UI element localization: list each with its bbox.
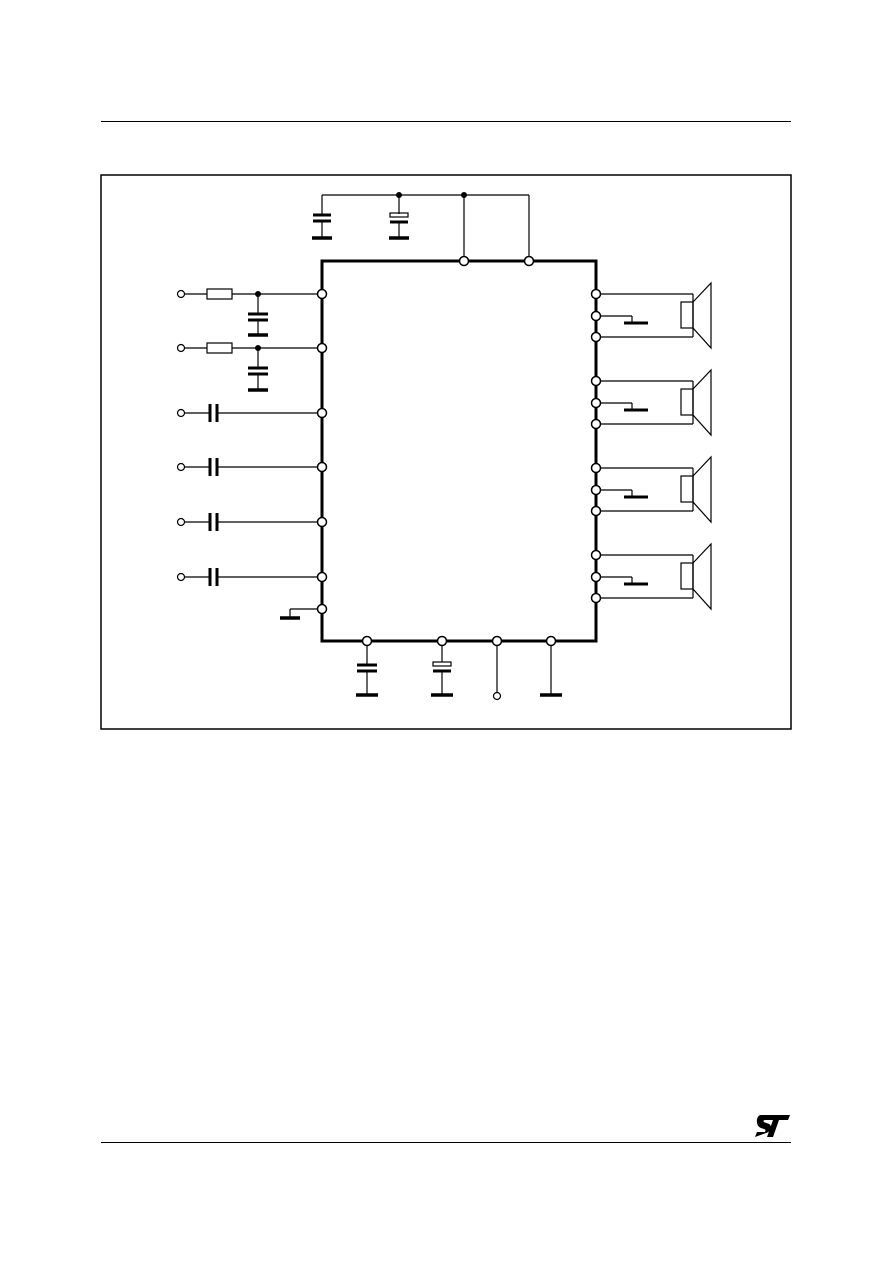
pin-bottom-2 <box>436 635 448 647</box>
pin-right-2b <box>590 397 602 409</box>
input-terminal-1 <box>176 289 186 299</box>
pin-left-2 <box>316 342 328 354</box>
pin-right-1c <box>590 331 602 343</box>
pin-right-2a <box>590 375 602 387</box>
speaker-icon <box>680 281 712 350</box>
input-rc-channel-2 <box>185 342 322 392</box>
pin-bottom-1 <box>361 635 373 647</box>
pin-right-4b <box>590 571 602 583</box>
pin-right-4a <box>590 549 602 561</box>
pin-bottom-4 <box>545 635 557 647</box>
input-terminal-5 <box>176 517 186 527</box>
pin-right-1b <box>590 310 602 322</box>
input-terminal-4 <box>176 462 186 472</box>
top-capacitor-2 <box>389 212 409 240</box>
bottom-ground <box>540 641 562 697</box>
ic-body <box>320 259 598 643</box>
pin-left-5 <box>316 516 328 528</box>
pin-bottom-3 <box>491 635 503 647</box>
input-terminal-6 <box>176 572 186 582</box>
st-logo <box>755 1115 790 1137</box>
bottom-terminal <box>492 691 502 701</box>
speaker-channel-3 <box>596 455 712 524</box>
pin-top-2 <box>523 255 535 267</box>
pin-left-4 <box>316 461 328 473</box>
speaker-channel-4 <box>596 542 712 611</box>
pin-right-4c <box>590 592 602 604</box>
header-rule <box>101 121 791 122</box>
input-coupling-channel-2 <box>185 458 322 476</box>
pin-left-6 <box>316 571 328 583</box>
left-ground <box>280 608 322 620</box>
figure-frame <box>100 174 792 730</box>
speaker-icon <box>680 368 712 437</box>
pin-right-2c <box>590 418 602 430</box>
pin-right-3b <box>590 484 602 496</box>
speaker-icon <box>680 455 712 524</box>
input-terminal-3 <box>176 408 186 418</box>
input-terminal-2 <box>176 343 186 353</box>
top-supply-network <box>321 192 530 261</box>
input-rc-channel-1 <box>185 288 322 337</box>
pin-right-3a <box>590 462 602 474</box>
input-coupling-channel-4 <box>185 568 322 586</box>
pin-left-7 <box>316 603 328 615</box>
top-capacitor-1 <box>312 213 332 240</box>
bottom-capacitor-1 <box>356 641 378 697</box>
pin-left-3 <box>316 407 328 419</box>
pin-top-1 <box>458 255 470 267</box>
input-coupling-channel-1 <box>185 404 322 422</box>
pin-right-3c <box>590 505 602 517</box>
footer-rule <box>101 1142 791 1143</box>
bottom-capacitor-2 <box>431 641 453 697</box>
pin-right-1a <box>590 288 602 300</box>
speaker-channel-1 <box>596 281 712 350</box>
speaker-icon <box>680 542 712 611</box>
pin-left-1 <box>316 288 328 300</box>
input-coupling-channel-3 <box>185 513 322 531</box>
speaker-channel-2 <box>596 368 712 437</box>
